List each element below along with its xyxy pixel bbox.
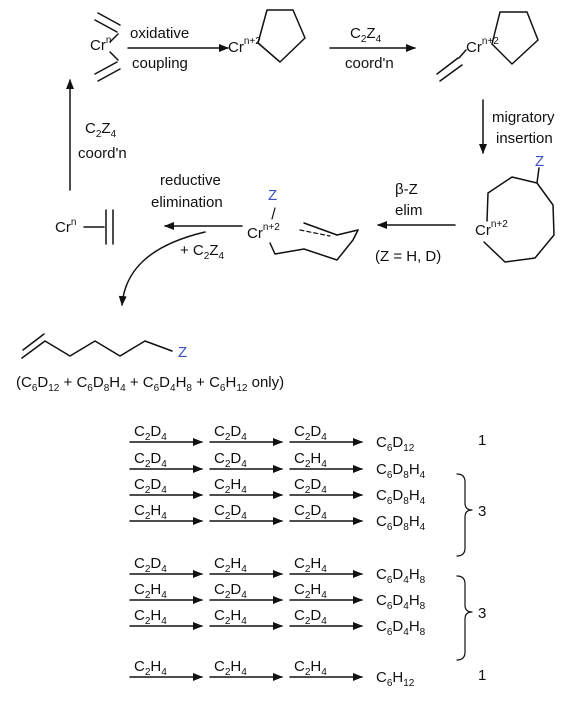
feed-label: C2D4	[134, 476, 167, 496]
feed-label: C2H4	[294, 658, 327, 678]
feed-label: C2D4	[214, 581, 247, 601]
metallacyclopentane: Crn+2	[228, 9, 306, 63]
product-distribution-note: (C6D12 + C6D8H4 + C6D4H8 + C6H12 only)	[16, 374, 284, 394]
insertion-label: insertion	[496, 130, 553, 147]
feed-label: C2D4	[294, 502, 327, 522]
coordn-label-top: coord'n	[345, 55, 394, 72]
feed-label: C2H4	[214, 658, 247, 678]
z-label-hexene: Z	[178, 344, 187, 361]
feed-label: C2D4	[294, 476, 327, 496]
feed-label: C2H4	[214, 555, 247, 575]
elim-label: elim	[395, 202, 423, 219]
product-formula: C6D8H4	[376, 487, 426, 507]
group-count-d8h4: 3	[478, 503, 486, 520]
z-label-heptane: Z	[535, 153, 544, 170]
group-count: 1	[478, 667, 486, 684]
feed-label: C2D4	[134, 450, 167, 470]
feed-label: C2H4	[294, 555, 327, 575]
feed-label: C2H4	[214, 476, 247, 496]
beta-elimination-step: β-Z elim (Z = H, D)	[375, 181, 456, 265]
beta-z-label: β-Z	[395, 181, 418, 198]
group-count-d4h8: 3	[478, 605, 486, 622]
hexene-product: Z	[21, 333, 187, 361]
product-formula: C6D12	[376, 434, 415, 454]
elimination-label: elimination	[151, 194, 223, 211]
cr-n2-label-heptane: Crn+2	[475, 219, 508, 239]
feed-label: C2D4	[214, 450, 247, 470]
metallacyclopentane-ethylene: Crn+2	[436, 11, 539, 82]
coordination-step-left: C2Z4 coord'n	[66, 79, 127, 191]
feed-label: C2D4	[294, 607, 327, 627]
feed-label: C2H4	[294, 450, 327, 470]
coupling-label: coupling	[132, 55, 188, 72]
group-brace-d4h8	[456, 575, 473, 661]
feed-label: C2H4	[134, 607, 167, 627]
chromium-bis-ethylene: Crn	[90, 12, 121, 82]
coordination-step-top: C2Z4 coord'n	[329, 25, 416, 72]
metallacycloheptane: Z Crn+2	[475, 153, 555, 263]
reductive-elimination-step: reductive elimination + C2Z4	[118, 172, 243, 306]
z-equals-note: (Z = H, D)	[375, 248, 441, 265]
reductive-label: reductive	[160, 172, 221, 189]
chair-intermediate: Z Crn+2	[247, 187, 359, 261]
oxidative-label: oxidative	[130, 25, 189, 42]
product-release-arrow	[118, 231, 206, 306]
feed-label: C2D4	[294, 423, 327, 443]
feed-label: C2D4	[134, 423, 167, 443]
cr-n2-label-chair: Crn+2	[247, 222, 280, 242]
feed-label: C2D4	[214, 502, 247, 522]
release-c2z4-label: + C2Z4	[180, 242, 225, 262]
c2z4-reagent-top: C2Z4	[350, 25, 382, 45]
cr-n2-label-coord: Crn+2	[466, 36, 499, 56]
cr-n-label-top: Crn	[90, 35, 111, 54]
feed-label: C2H4	[294, 581, 327, 601]
product-formula: C6D4H8	[376, 566, 426, 586]
group-brace-d8h4	[456, 473, 473, 557]
migratory-label: migratory	[492, 109, 555, 126]
group-count: 1	[478, 432, 486, 449]
feed-label: C2H4	[214, 607, 247, 627]
cr-n2-label-pentane: Crn+2	[228, 36, 261, 56]
product-formula: C6D4H8	[376, 592, 426, 612]
feed-label: C2D4	[214, 423, 247, 443]
product-formula: C6D4H8	[376, 618, 426, 638]
feed-label: C2H4	[134, 502, 167, 522]
cr-n-label-left: Crn	[55, 217, 76, 236]
product-formula: C6D8H4	[376, 461, 426, 481]
feed-label: C2D4	[134, 555, 167, 575]
product-formula: C6D8H4	[376, 513, 426, 533]
chromium-ethylene: Crn	[55, 209, 114, 245]
feed-label: C2H4	[134, 658, 167, 678]
feed-label: C2H4	[134, 581, 167, 601]
oxidative-coupling-step: oxidative coupling	[127, 25, 229, 72]
migratory-insertion-step: migratory insertion	[479, 99, 555, 154]
z-label-chair: Z	[268, 187, 277, 204]
product-formula: C6H12	[376, 669, 415, 689]
coordn-label-left: coord'n	[78, 145, 127, 162]
c2z4-reagent-left: C2Z4	[85, 120, 117, 140]
